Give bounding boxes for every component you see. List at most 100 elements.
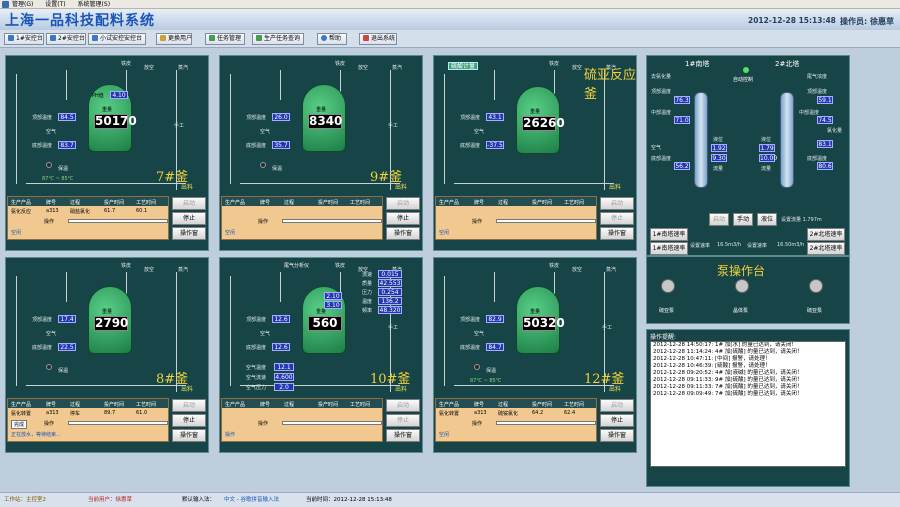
start-button[interactable]: 启动 (172, 197, 206, 210)
discharge-label: 出料 (609, 184, 622, 191)
table-header-cell: 牌号 (474, 200, 485, 206)
menu-manage[interactable]: 管理(G) (12, 1, 34, 8)
menu-bar: 管理(G) 设置(T) 系统管理(S) (0, 0, 900, 9)
pipe (444, 74, 445, 184)
table-row[interactable] (222, 206, 382, 215)
tower-level-button[interactable]: 液位 (757, 213, 777, 226)
stop-button[interactable]: 停止 (172, 212, 206, 225)
tower-2-rate-button[interactable]: 2#北塔速率 (807, 228, 845, 241)
help-button[interactable]: 帮助 (317, 33, 347, 45)
app-title: 上海一品科技配料系统 (5, 13, 155, 29)
t1-label-5: 液位 (713, 137, 724, 143)
log-title: 操作提醒: (650, 334, 677, 341)
top-temp-label: 顶部温度 (32, 317, 53, 323)
menu-system[interactable]: 系统管理(S) (77, 1, 111, 8)
weight-display: 8340 (308, 114, 343, 129)
table-header-cell: 过程 (70, 200, 81, 206)
vessel-name: 硫亚反应釜 (584, 68, 637, 102)
mode-label: 手工 (174, 123, 185, 129)
pump-icon-1[interactable] (661, 279, 675, 293)
operation-window-button[interactable]: 操作窗 (600, 227, 634, 240)
pipe (494, 70, 495, 100)
switch-user-button[interactable]: 更换用户 (156, 33, 192, 45)
air-label: 空气 (260, 331, 271, 337)
stop-button[interactable]: 停止 (600, 414, 634, 427)
test-console-button[interactable]: 小试安控安控台 (88, 33, 146, 45)
iron-label: 铁皮 (549, 263, 560, 269)
air-label: 空气 (474, 129, 485, 135)
start-button[interactable]: 启动 (600, 399, 634, 412)
tower-1-rate-button[interactable]: 1#南塔速率 (650, 228, 688, 241)
start-button[interactable]: 启动 (172, 399, 206, 412)
exit-button[interactable]: 退出系统 (359, 33, 397, 45)
table-header-cell: 生产产品 (225, 402, 246, 408)
monitor-icon (50, 35, 56, 41)
pipe (280, 70, 281, 100)
steam-label: 蒸汽 (178, 267, 189, 273)
operation-window-button[interactable]: 操作窗 (600, 429, 634, 442)
bottom-temp-value: 35.7 (272, 141, 290, 149)
bottom-temp-value: -37.5 (486, 141, 504, 149)
vessel-name: 10#釜 (370, 372, 411, 387)
console-2-button[interactable]: 2#安控台 (46, 33, 86, 45)
tower-2-rate-button-2[interactable]: 2#北塔速率 (807, 242, 845, 255)
table-row-op: 操作 (436, 216, 596, 225)
air-label: 空气 (46, 331, 57, 337)
top-temp-label: 顶部温度 (460, 317, 481, 323)
weight-label: 重量 (316, 107, 327, 113)
tower-start-button[interactable]: 启动 (709, 213, 729, 226)
log-line: 2012-12-28 09:09:49: 7# 加[硫酸] 的量已达到，请关闭！ (653, 391, 803, 397)
tower-manual-button[interactable]: 手动 (733, 213, 753, 226)
air-param-label: 空气压力 (246, 385, 267, 391)
t2-label-0: 尾气浓度 (807, 74, 828, 80)
t1-label-3: 空气 (651, 145, 662, 151)
table-header: 生产产品牌号过程投产时间工艺时间 (436, 197, 596, 206)
start-button[interactable]: 启动 (386, 399, 420, 412)
table-cell: 硝盐氯化 (70, 209, 91, 215)
table-row-op: 操作 (222, 418, 382, 427)
bottom-temp-value: 84.7 (486, 343, 504, 351)
vessel-name: 8#釜 (156, 372, 189, 387)
task-manage-label: 任务管理 (217, 35, 242, 42)
tower-1-rate-button-2[interactable]: 1#南塔速率 (650, 242, 688, 255)
acid-meter-tag[interactable]: 硫酸计量 (448, 62, 478, 70)
top-temp-value: 17.4 (58, 315, 76, 323)
insulation-label: 保温 (486, 368, 497, 374)
table-row[interactable] (436, 206, 596, 215)
weight-display: 50170 (94, 114, 137, 129)
air-param-label: 空气流速 (246, 375, 267, 381)
pump-label-3: 硫亚泵 (807, 308, 823, 314)
stop-button[interactable]: 停止 (172, 414, 206, 427)
pipe (390, 70, 391, 190)
start-button[interactable]: 启动 (386, 197, 420, 210)
table-header-cell: 生产产品 (11, 402, 32, 408)
stop-button[interactable]: 停止 (600, 212, 634, 225)
table-row[interactable] (222, 408, 382, 417)
pump-icon-3[interactable] (809, 279, 823, 293)
table-header-cell: 生产产品 (439, 200, 460, 206)
table-cell: a313 (46, 208, 59, 214)
operation-window-button[interactable]: 操作窗 (172, 227, 206, 240)
stop-button[interactable]: 停止 (386, 212, 420, 225)
operation-window-button[interactable]: 操作窗 (386, 429, 420, 442)
pump-icon-2[interactable] (735, 279, 749, 293)
table-header-cell: 工艺时间 (136, 402, 157, 408)
exit-icon (363, 35, 369, 41)
console-1-button[interactable]: 1#安控台 (4, 33, 44, 45)
blow-label: 放空 (572, 65, 583, 71)
operation-window-button[interactable]: 操作窗 (386, 227, 420, 240)
status-ime[interactable]: 中文 - 谷歌拼音输入法 (224, 497, 279, 503)
menu-settings[interactable]: 设置(T) (45, 1, 66, 8)
task-manage-button[interactable]: 任务管理 (205, 33, 245, 45)
operation-window-button[interactable]: 操作窗 (172, 429, 206, 442)
stop-button[interactable]: 停止 (386, 414, 420, 427)
task-query-button[interactable]: 生产任务查询 (252, 33, 304, 45)
start-button[interactable]: 启动 (600, 197, 634, 210)
log-list[interactable]: 2012-12-28 14:50:17: 1# 加[水] 的量已达到，请关闭！2… (650, 341, 846, 467)
t1-level: 1.92 (711, 144, 727, 152)
